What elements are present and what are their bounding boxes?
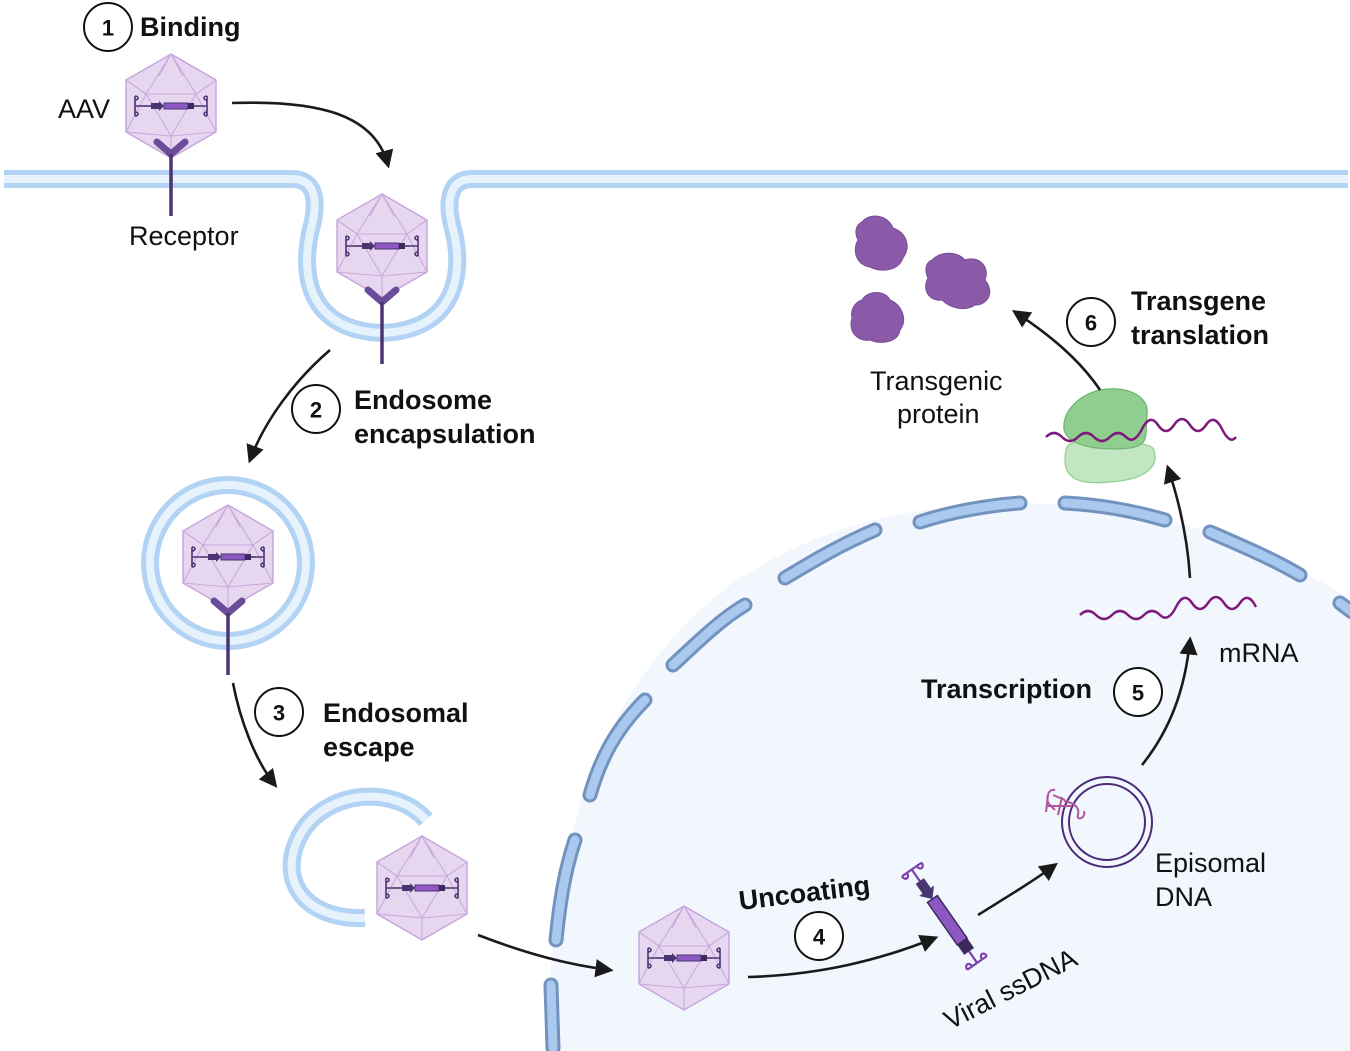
protein-blob-1	[854, 215, 908, 271]
arrow-to-escape	[231, 682, 278, 788]
mrna-nuclear-icon	[1079, 595, 1258, 621]
arrow-export	[1163, 464, 1192, 579]
step-1-badge	[83, 2, 133, 52]
aav-capsid-bound	[125, 53, 217, 159]
arrow-binding-to-pit	[231, 101, 394, 169]
step-1-title: Binding	[140, 12, 240, 42]
step-5-number: 5	[1132, 681, 1144, 706]
protein-blob-2	[925, 252, 991, 310]
episomal-label-line1: Episomal	[1155, 848, 1266, 878]
step-1-number: 1	[102, 16, 114, 41]
receptor-label: Receptor	[129, 221, 239, 251]
step-3-title-line2: escape	[323, 732, 415, 762]
arrow-uncoating	[747, 934, 939, 979]
step-2-title-line2: encapsulation	[354, 419, 536, 449]
step-6-title-line1: Transgene	[1131, 286, 1266, 316]
step-2-title-line1: Endosome	[354, 385, 492, 415]
step-5: Transcription 5	[921, 667, 1163, 717]
step-2: 2 Endosome encapsulation	[291, 384, 536, 449]
step-2-number: 2	[310, 398, 322, 423]
arrow-into-nucleus	[477, 933, 614, 978]
ruptured-endosome	[282, 787, 433, 928]
nucleus	[548, 503, 1350, 1051]
mrna-label: mRNA	[1219, 638, 1299, 668]
step-3-title-line1: Endosomal	[323, 698, 469, 728]
aav-label: AAV	[58, 94, 110, 124]
mrna-cytoplasmic-icon	[1045, 417, 1237, 443]
episomal-dna-icon	[1045, 776, 1153, 868]
step-3-number: 3	[273, 701, 285, 726]
aav-capsid-escaped	[376, 835, 468, 941]
aav-capsid-in-pit	[336, 193, 428, 299]
transgenic-protein-label-line1: Transgenic	[870, 366, 1003, 396]
step-4-number: 4	[813, 925, 826, 950]
arrow-to-episome	[977, 862, 1058, 917]
step-2-badge	[291, 384, 341, 434]
transgenic-protein-icons	[850, 215, 991, 343]
protein-blob-3	[850, 292, 905, 343]
step-5-badge	[1113, 667, 1163, 717]
episomal-label-line2: DNA	[1155, 882, 1212, 912]
step-6: 6 Transgene translation	[1066, 286, 1269, 350]
aav-capsid-in-endosome	[182, 504, 274, 610]
step-6-badge	[1066, 297, 1116, 347]
step-1: 1 Binding	[83, 2, 240, 52]
step-4-badge	[794, 911, 844, 961]
step-5-title: Transcription	[921, 674, 1092, 704]
transgenic-protein-label-line2: protein	[897, 399, 980, 429]
step-6-number: 6	[1085, 311, 1097, 336]
nuclear-envelope	[543, 495, 1350, 1051]
step-6-title-line2: translation	[1131, 320, 1269, 350]
arrow-translation	[1011, 310, 1102, 391]
step-3: 3 Endosomal escape	[254, 687, 469, 762]
arrow-to-endosome	[246, 349, 331, 464]
arrow-transcription	[1140, 636, 1198, 766]
step-3-badge	[254, 687, 304, 737]
viral-ssdna-icon	[901, 861, 988, 971]
